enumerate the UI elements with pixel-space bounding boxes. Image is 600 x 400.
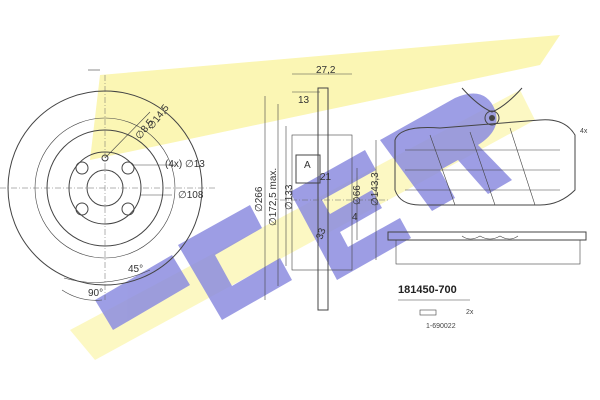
dim-inner-dia: ∅143,3 [370,172,381,206]
pad-multiplier: 4x [580,128,588,135]
dim-center-dia: ∅66 [352,185,363,205]
disc-side-view: 27,2 13 A 21 4 ∅266 ∅172,5 max. ∅133 ∅66… [254,65,390,311]
dim-total-width: 27,2 [316,65,336,76]
dim-pcd: ∅108 [178,190,204,201]
watermark-letters [95,93,512,330]
sub-qty: 2x [466,309,474,316]
part-info: 181450-700 2x 1-690022 [398,284,474,330]
brake-pad-view: 4x [387,87,588,265]
dim-bolt-holes: (4x) ∅13 [165,159,205,170]
dim-thickness: 4 [352,212,358,223]
bolt-holes [75,154,135,216]
dim-rib: 21 [320,172,332,183]
pad-texture [405,127,560,206]
dim-outer-dia: ∅266 [254,186,265,212]
dim-angle-45: 45° [128,264,143,275]
dim-hub-dia: ∅133 [284,184,295,210]
datum-a: A [304,160,311,171]
dim-angle-90: 90° [88,288,103,299]
part-number: 181450-700 [398,284,457,296]
sub-part: 1-690022 [426,323,456,330]
dim-hub-width: 13 [298,95,310,106]
dim-max-dia: ∅172,5 max. [268,168,279,226]
brand-watermark [70,35,560,360]
dim-min-thick: 33 [314,226,328,241]
spring-clip [461,87,523,126]
